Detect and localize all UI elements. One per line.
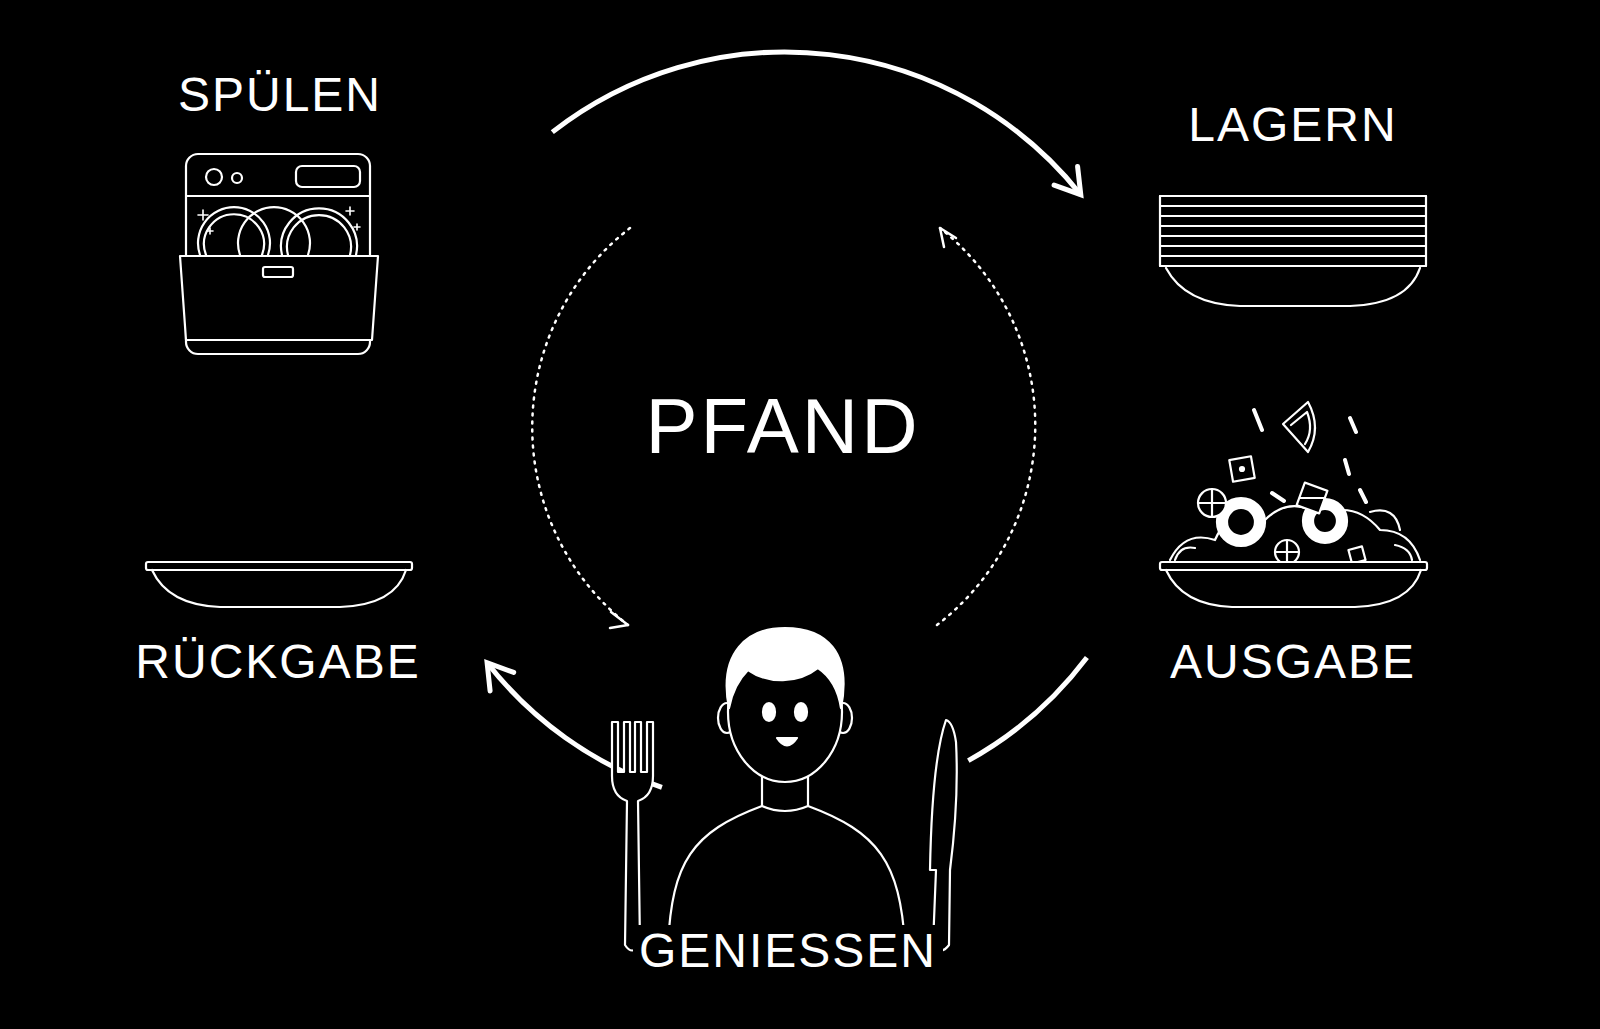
center-label: PFAND	[639, 384, 926, 470]
station-label: RÜCKGABE	[129, 636, 426, 689]
plate-stack-icon	[1160, 196, 1426, 306]
cycle-arrow	[968, 658, 1087, 761]
dishwasher-icon	[180, 154, 378, 354]
station-label: SPÜLEN	[172, 69, 388, 122]
arrowhead	[1054, 167, 1081, 195]
station-name: AUSGABE	[1170, 636, 1416, 689]
dotted-cycle-arrows	[532, 228, 1035, 625]
empty-bowl-icon	[146, 562, 412, 607]
station-name: SPÜLEN	[178, 69, 382, 122]
cycle-arrow	[552, 52, 1081, 195]
station-label: AUSGABE	[1164, 636, 1422, 689]
station-label: GENIESSEN	[633, 925, 943, 978]
salad-bowl-icon	[1160, 402, 1427, 607]
station-label: LAGERN	[1182, 99, 1403, 152]
arc-line	[552, 52, 1081, 195]
station-name: RÜCKGABE	[135, 636, 420, 689]
station-name: GENIESSEN	[639, 925, 937, 978]
arrowhead	[487, 663, 514, 691]
arc-line	[968, 658, 1087, 761]
dotted-arrowheads	[610, 228, 956, 628]
station-name: LAGERN	[1188, 99, 1397, 152]
center-title: PFAND	[645, 384, 920, 470]
